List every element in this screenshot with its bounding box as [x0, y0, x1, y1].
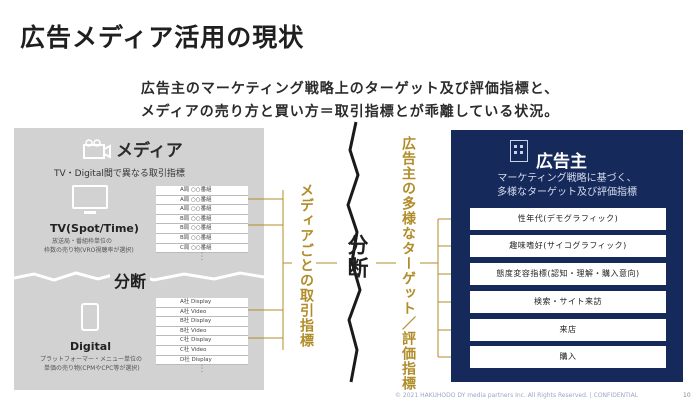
advertiser-indicator-label: 広告主の多様なターゲット／評価指標 [400, 136, 416, 391]
tv-label: TV(Spot/Time) [50, 222, 139, 235]
advertiser-sub-1: マーケティング戦略に基づく、 [497, 173, 637, 184]
copyright-footer: © 2021 HAKUHODO DY media partners Inc. A… [395, 392, 639, 399]
tv-stand [84, 211, 96, 214]
table-row: C社 Display [156, 336, 248, 346]
tv-inventory-table: A局 ○○番組 A局 ○○番組 A局 ○○番組 B局 ○○番組 B局 ○○番組 … [156, 186, 248, 263]
table-row: A局 ○○番組 [156, 205, 248, 215]
tv-desc-1: 放送局・番組枠単位の [52, 238, 113, 245]
indicator-item-psychographic: 趣味嗜好(サイコグラフィック) [470, 235, 666, 257]
digital-inventory-table: A社 Display A社 Video B社 Display B社 Video … [156, 298, 248, 375]
lead-line-2: メディアの売り方と買い方＝取引指標とが乖離している状況。 [140, 104, 560, 120]
table-row: B局 ○○番組 [156, 224, 248, 234]
table-row: A社 Video [156, 307, 248, 318]
media-subheading: TV・Digital間で異なる取引指標 [54, 169, 185, 179]
divide-label-media: 分断 [110, 268, 151, 292]
table-row: A局 ○○番組 [156, 186, 248, 196]
more-dots: ⋮ [197, 364, 207, 375]
table-row: D社 Display [156, 355, 248, 366]
tv-icon [72, 185, 108, 209]
table-row: C局 ○○番組 [156, 243, 248, 254]
more-dots: ⋮ [197, 252, 207, 263]
table-row: B社 Video [156, 326, 248, 337]
camera-icon [83, 139, 111, 159]
digital-desc-2: 単価の売り物(CPMやCPC等が選択) [44, 365, 140, 372]
smartphone-icon [81, 303, 99, 331]
lead-line-1: 広告主のマーケティング戦略上のターゲット及び評価指標と、 [140, 81, 560, 97]
table-row: B社 Display [156, 317, 248, 327]
table-row: C社 Video [156, 345, 248, 356]
indicator-item-attitude: 態度変容指標(認知・理解・購入意向) [470, 263, 666, 285]
media-indicator-label: メディアごとの取引指標 [298, 183, 314, 348]
indicator-item-purchase: 購入 [470, 346, 666, 368]
page-number: 10 [683, 392, 691, 399]
page-title: 広告メディア活用の現状 [20, 23, 305, 52]
table-row: B局 ○○番組 [156, 233, 248, 244]
divide-label-center: 分断 [345, 234, 369, 280]
tv-desc-2: 枠数の売り物(VRO視聴率が選択) [44, 247, 134, 254]
indicator-item-store-visit: 来店 [470, 319, 666, 341]
indicator-item-search-visit: 検索・サイト来訪 [470, 291, 666, 313]
digital-label: Digital [70, 340, 111, 353]
table-row: A局 ○○番組 [156, 195, 248, 206]
advertiser-sub-2: 多様なターゲット及び評価指標 [497, 187, 637, 198]
indicator-item-demographic: 性年代(デモグラフィック) [470, 208, 666, 230]
table-row: A社 Display [156, 298, 248, 308]
advertiser-heading: 広告主 [536, 152, 587, 172]
building-icon [510, 140, 528, 162]
table-row: B局 ○○番組 [156, 214, 248, 225]
media-heading: メディア [116, 141, 183, 161]
digital-desc-1: プラットフォーマー・メニュー単位の [40, 356, 143, 363]
